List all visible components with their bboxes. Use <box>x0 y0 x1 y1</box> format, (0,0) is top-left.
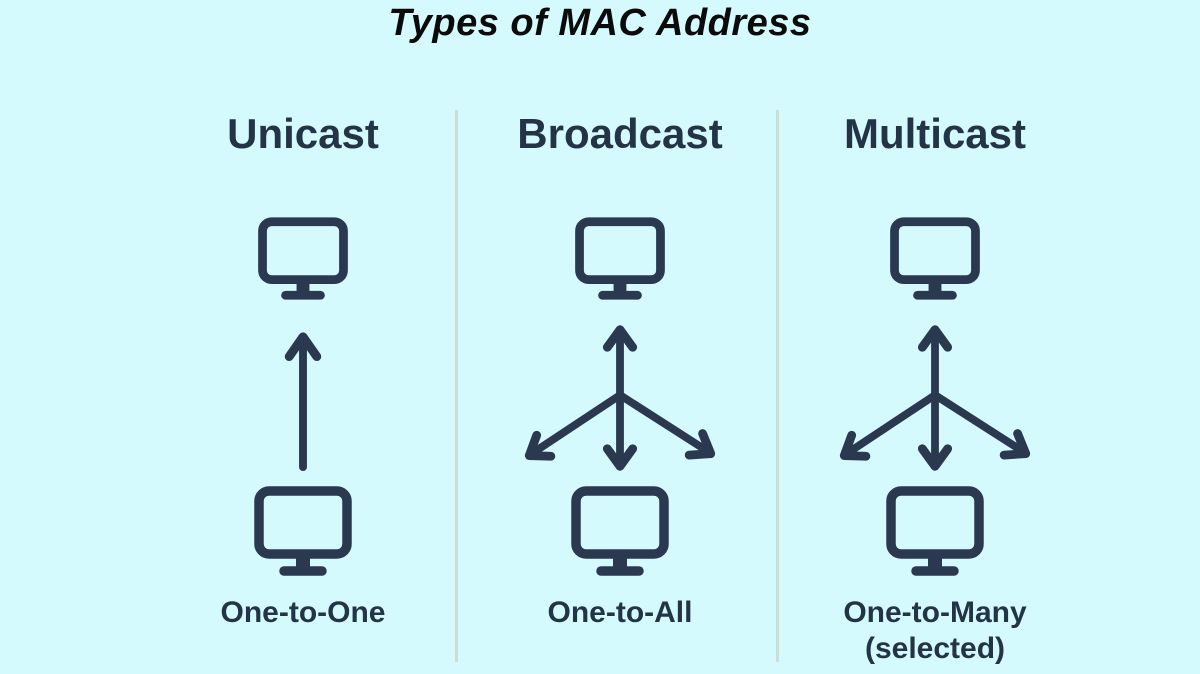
column-label-multicast: One-to-Many <box>843 596 1027 629</box>
column-label-broadcast: One-to-All <box>547 596 693 629</box>
up-arrow-icon <box>284 332 322 472</box>
unicast-arrow-zone <box>281 317 325 479</box>
monitor-icon <box>258 217 348 300</box>
four-way-arrow-icon <box>524 325 716 471</box>
four-way-arrow-icon <box>839 325 1031 471</box>
column-label-unicast: One-to-One <box>220 596 386 629</box>
column-header-broadcast: Broadcast <box>517 110 723 157</box>
column-unicast: Unicast One-to-One <box>153 108 453 631</box>
column-broadcast: Broadcast One-to-All <box>470 108 770 631</box>
column-multicast: Multicast One-to-Many (selected) <box>785 108 1085 667</box>
monitor-icon <box>575 217 665 300</box>
monitor-icon <box>886 486 984 576</box>
column-label-multicast-line2: (selected) <box>864 632 1006 665</box>
monitor-icon <box>571 486 669 576</box>
column-header-multicast: Multicast <box>843 110 1027 157</box>
monitor-icon <box>254 486 352 576</box>
broadcast-arrow-zone <box>503 317 737 479</box>
page-title: Types of MAC Address <box>388 2 812 44</box>
monitor-icon <box>890 217 980 300</box>
column-divider <box>455 110 458 662</box>
multicast-arrow-zone <box>818 317 1052 479</box>
column-header-unicast: Unicast <box>227 110 379 157</box>
column-divider <box>776 110 779 662</box>
